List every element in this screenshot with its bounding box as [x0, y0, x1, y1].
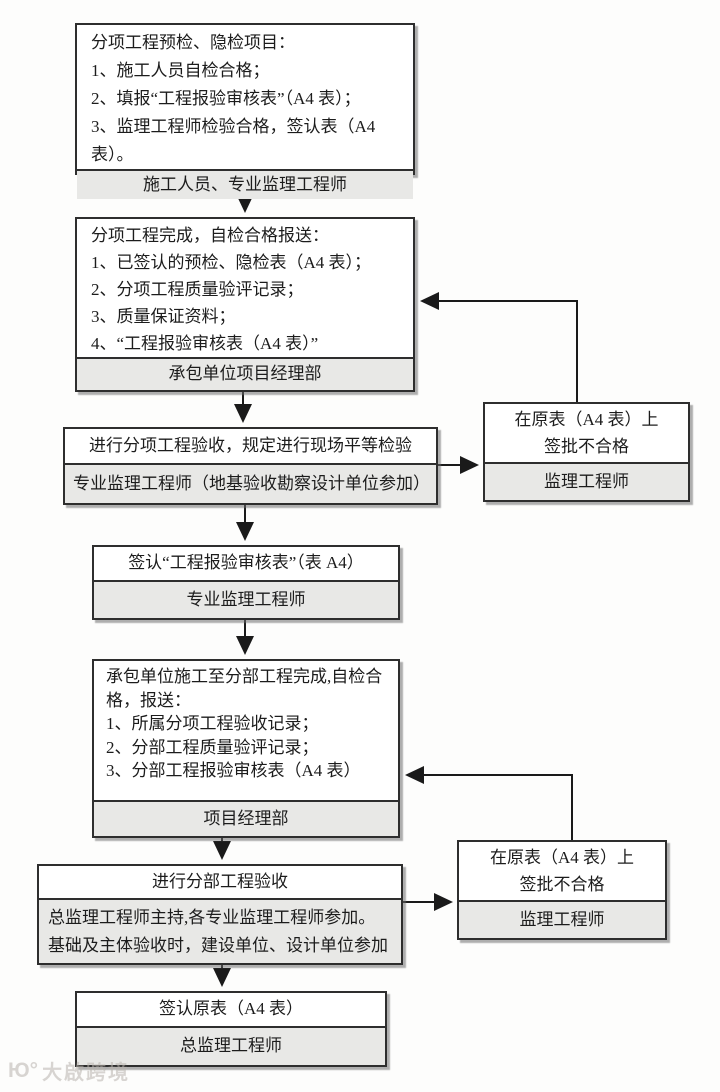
box-body: 分项工程预检、隐检项目： 1、施工人员自检合格； 2、填报“工程报验审核表”（A… — [77, 25, 413, 169]
process-box-sign-original-form: 签认原表（A4 表） 总监理工程师 — [75, 991, 387, 1067]
reject-box-1: 在原表（A4 表）上 签批不合格 监理工程师 — [483, 402, 690, 502]
box-text-line: 2、分部工程质量验评记录； — [106, 737, 319, 757]
process-box-subitem-complete: 分项工程完成，自检合格报送： 1、已签认的预检、隐检表（A4 表）； 2、分项工… — [75, 217, 415, 392]
box-text-line: 1、施工人员自检合格； — [91, 61, 270, 80]
responsible-party-label: 监理工程师 — [459, 900, 665, 938]
box-title: 进行分部工程验收 — [152, 871, 288, 891]
box-text-line: 1、已签认的预检、隐检表（A4 表）； — [91, 253, 372, 272]
arrow-reject2-back-to-box5 — [405, 766, 573, 840]
box-body: 分项工程完成，自检合格报送： 1、已签认的预检、隐检表（A4 表）； 2、分项工… — [77, 219, 413, 357]
box-body: 在原表（A4 表）上 签批不合格 — [485, 404, 688, 462]
box-text-line: 承包单位施工至分部工程完成,自检合格，报送： — [106, 667, 383, 710]
responsible-party-label: 总监理工程师主持,各专业监理工程师参加。基础及主体验收时，建设单位、设计单位参加 — [39, 898, 401, 963]
box-text-line: 1、所属分项工程验收记录； — [106, 714, 319, 733]
process-box-division-complete: 承包单位施工至分部工程完成,自检合格，报送： 1、所属分项工程验收记录； 2、分… — [92, 659, 400, 838]
box-text-line: 3、监理工程师检验合格，签认表（A4 表）。 — [91, 117, 376, 164]
watermark-text: 大啟跨境 — [42, 1062, 131, 1084]
process-box-subitem-precheck: 分项工程预检、隐检项目： 1、施工人员自检合格； 2、填报“工程报验审核表”（A… — [75, 23, 415, 200]
box-text-line: 4、“工程报验审核表（A4 表）” — [91, 334, 319, 353]
reject-box-2: 在原表（A4 表）上 签批不合格 监理工程师 — [457, 840, 667, 940]
box-text-line: 3、分部工程报验审核表（A4 表） — [106, 761, 361, 780]
process-box-subitem-acceptance: 进行分项工程验收，规定进行现场平等检验 专业监理工程师（地基验收勘察设计单位参加… — [63, 427, 438, 505]
box-title: 签认“工程报验审核表”（表 A4） — [128, 553, 364, 573]
responsible-party-label: 专业监理工程师 — [94, 580, 398, 618]
watermark-logo-icon: Ю° — [8, 1058, 39, 1082]
box-text-line: 分项工程完成，自检合格报送： — [91, 226, 329, 245]
arrow-reject1-back-to-box2 — [420, 292, 578, 402]
responsible-party-label: 专业监理工程师（地基验收勘察设计单位参加） — [65, 463, 436, 503]
box-title: 进行分项工程验收，规定进行现场平等检验 — [89, 435, 412, 455]
responsible-party-label: 施工人员、专业监理工程师 — [77, 169, 413, 200]
responsible-party-label: 项目经理部 — [94, 800, 398, 836]
box-body: 在原表（A4 表）上 签批不合格 — [459, 842, 665, 900]
process-box-sign-review-form: 签认“工程报验审核表”（表 A4） 专业监理工程师 — [92, 545, 400, 620]
watermark: Ю° 大啟跨境 — [8, 1056, 130, 1085]
responsible-party-label: 承包单位项目经理部 — [77, 357, 413, 390]
box-text-line: 在原表（A4 表）上 — [514, 410, 659, 429]
box-text-line: 签批不合格 — [519, 875, 605, 894]
box-text-line: 在原表（A4 表）上 — [489, 848, 635, 867]
box-text-line: 2、填报“工程报验审核表”（A4 表）； — [91, 89, 361, 108]
responsible-party-label: 监理工程师 — [485, 462, 688, 500]
box-title: 签认原表（A4 表） — [158, 999, 304, 1019]
responsible-party-label: 总监理工程师 — [77, 1026, 385, 1065]
box-text-line: 2、分项工程质量验评记录； — [91, 280, 304, 299]
box-body: 承包单位施工至分部工程完成,自检合格，报送： 1、所属分项工程验收记录； 2、分… — [94, 661, 398, 800]
box-text-line: 3、质量保证资料； — [91, 307, 236, 326]
process-box-division-acceptance: 进行分部工程验收 总监理工程师主持,各专业监理工程师参加。基础及主体验收时，建设… — [37, 864, 403, 965]
box-text-line: 分项工程预检、隐检项目： — [91, 33, 295, 52]
box-text-line: 签批不合格 — [544, 437, 629, 456]
